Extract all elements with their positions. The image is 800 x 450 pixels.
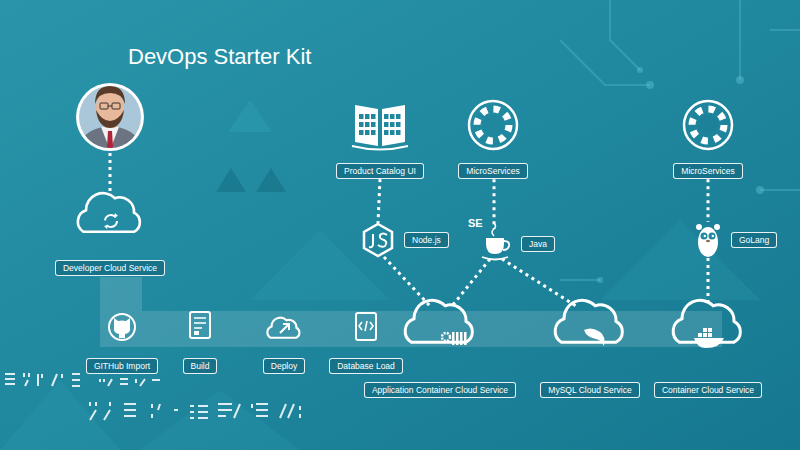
developer-avatar	[76, 83, 144, 151]
diagram-title: DevOps Starter Kit	[128, 44, 311, 70]
github-icon	[109, 314, 135, 340]
node-label: MicroServices	[681, 166, 734, 176]
gopher-icon	[696, 224, 720, 257]
gear-icon	[684, 101, 732, 149]
deploy-icon	[267, 318, 299, 338]
label-pill: Java	[521, 236, 555, 252]
node-label: Product Catalog UI	[344, 166, 416, 176]
service-node: Database Load	[329, 313, 403, 374]
mysql-cloud-icon	[555, 300, 622, 346]
dotted-connector	[378, 179, 380, 223]
dotted-connector	[452, 259, 490, 306]
node-label: Java	[529, 239, 547, 249]
service-node: GITHub Import	[86, 313, 158, 374]
dotted-connector	[707, 179, 710, 222]
node-label: MicroServices	[466, 166, 519, 176]
nodejs-icon	[364, 224, 392, 256]
service-node: GoLang	[695, 222, 777, 258]
book-icon	[352, 105, 408, 150]
dotted-connector	[384, 257, 430, 306]
dotted-connector	[502, 259, 576, 306]
app-container-cloud-icon	[405, 300, 472, 345]
label-pill: Developer Cloud Service	[55, 260, 165, 276]
decor-glyphs	[5, 373, 300, 420]
logo-text: SE	[468, 217, 483, 229]
label-pill: Deploy	[263, 358, 305, 374]
decor-circuit	[560, 0, 800, 280]
build-icon	[190, 312, 210, 338]
container-cloud-icon	[673, 300, 740, 348]
decor-triangles	[0, 100, 760, 450]
service-node: Product Catalog UI	[336, 101, 424, 179]
label-pill: MicroServices	[673, 163, 742, 179]
label-pill: Node.js	[404, 232, 449, 248]
developer-cloud-icon	[78, 193, 140, 232]
service-node: Java	[483, 229, 555, 259]
leader-line	[109, 153, 112, 193]
database-load-icon	[356, 313, 376, 340]
node-label: GITHub Import	[94, 361, 150, 371]
service-node: Container Cloud Service	[654, 306, 762, 398]
label-pill: Build	[183, 358, 218, 374]
dotted-connector	[707, 258, 710, 306]
service-node: Node.js	[362, 223, 449, 257]
label-pill: Product Catalog UI	[336, 163, 424, 179]
label-pill: Container Cloud Service	[654, 382, 762, 398]
service-node: Deploy	[263, 315, 305, 374]
dotted-connector	[493, 179, 496, 229]
node-label: Developer Cloud Service	[63, 263, 157, 273]
label-pill: GoLang	[731, 232, 777, 248]
pipeline-band	[100, 277, 722, 347]
node-label: Database Load	[337, 361, 395, 371]
node-label: GoLang	[739, 235, 769, 245]
node-label: Build	[191, 361, 210, 371]
label-pill: GITHub Import	[86, 358, 158, 374]
java-icon	[482, 223, 509, 260]
service-node: MicroServices	[458, 99, 527, 179]
service-node: MySQL Cloud Service	[540, 306, 639, 398]
node-label: Application Container Cloud Service	[372, 385, 508, 395]
node-label: Node.js	[412, 235, 441, 245]
node-label: Container Cloud Service	[662, 385, 754, 395]
decor-circuit-dots	[597, 67, 764, 283]
gear-icon	[469, 101, 517, 149]
label-pill: MicroServices	[458, 163, 527, 179]
label-pill: Application Container Cloud Service	[364, 382, 516, 398]
service-node: MicroServices	[673, 99, 742, 179]
label-pill: Database Load	[329, 358, 403, 374]
service-node: Build	[183, 311, 218, 374]
node-label: Deploy	[271, 361, 297, 371]
service-node: Application Container Cloud Service	[364, 306, 516, 398]
node-label: MySQL Cloud Service	[548, 385, 631, 395]
service-node: Developer Cloud Service	[55, 197, 165, 276]
label-pill: MySQL Cloud Service	[540, 382, 639, 398]
